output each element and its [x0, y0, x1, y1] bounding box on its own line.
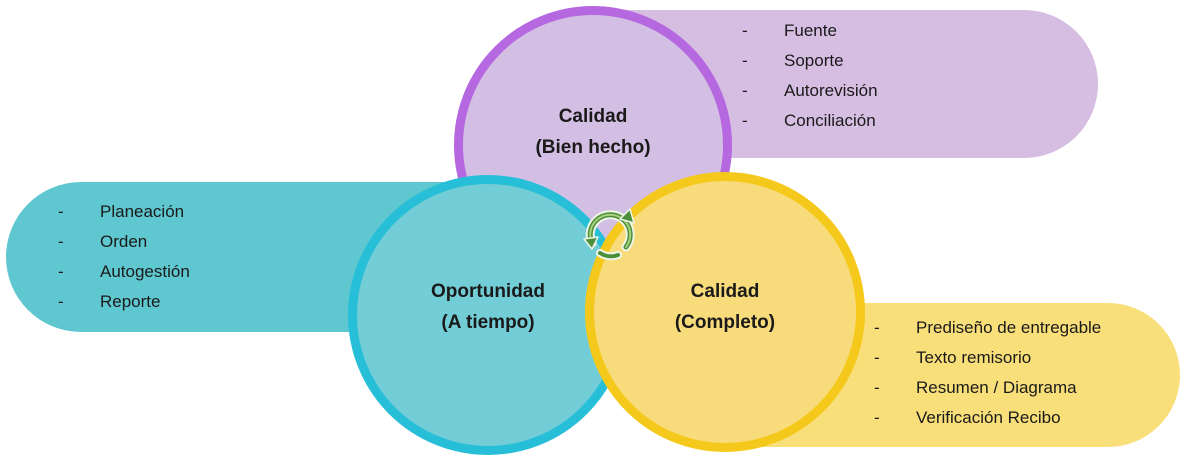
list-dash: -: [742, 111, 748, 130]
list-item-text: Reporte: [100, 292, 161, 311]
list-item-text: Autogestión: [100, 262, 190, 281]
list-item-text: Soporte: [784, 51, 844, 70]
list-dash: -: [58, 202, 64, 221]
list-item-text: Resumen / Diagrama: [916, 378, 1077, 397]
calidad-bien-hecho-label: Calidad (Bien hecho): [535, 101, 650, 163]
list-dash: -: [874, 318, 880, 337]
circle-title-line2: (Bien hecho): [535, 137, 651, 158]
circle-title-line1: Oportunidad: [431, 281, 545, 302]
list-dash: -: [58, 292, 64, 311]
list-dash: -: [58, 262, 64, 281]
calidad-completo-label: Calidad (Completo): [675, 276, 775, 338]
list-dash: -: [742, 51, 748, 70]
oportunidad-label: Oportunidad (A tiempo): [431, 276, 545, 338]
list-dash: -: [58, 232, 64, 251]
list-item-text: Fuente: [784, 21, 837, 40]
cycle-arrows-icon: [583, 208, 635, 261]
list-item-text: Prediseño de entregable: [916, 318, 1102, 337]
list-dash: -: [742, 21, 748, 40]
list-item-text: Planeación: [100, 202, 185, 221]
list-item-text: Verificación Recibo: [916, 408, 1061, 427]
list-dash: -: [874, 408, 880, 427]
list-item-text: Conciliación: [784, 111, 876, 130]
list-dash: -: [874, 378, 880, 397]
circle-title-line1: Calidad: [558, 106, 628, 127]
list-dash: -: [874, 348, 880, 367]
circle-title-line2: (A tiempo): [441, 312, 535, 333]
list-dash: -: [742, 81, 748, 100]
circle-title-line1: Calidad: [690, 281, 760, 302]
circle-title-line2: (Completo): [674, 312, 776, 333]
list-item-text: Autorevisión: [784, 81, 878, 100]
list-item-text: Texto remisorio: [916, 348, 1032, 367]
list-item-text: Orden: [100, 232, 148, 251]
